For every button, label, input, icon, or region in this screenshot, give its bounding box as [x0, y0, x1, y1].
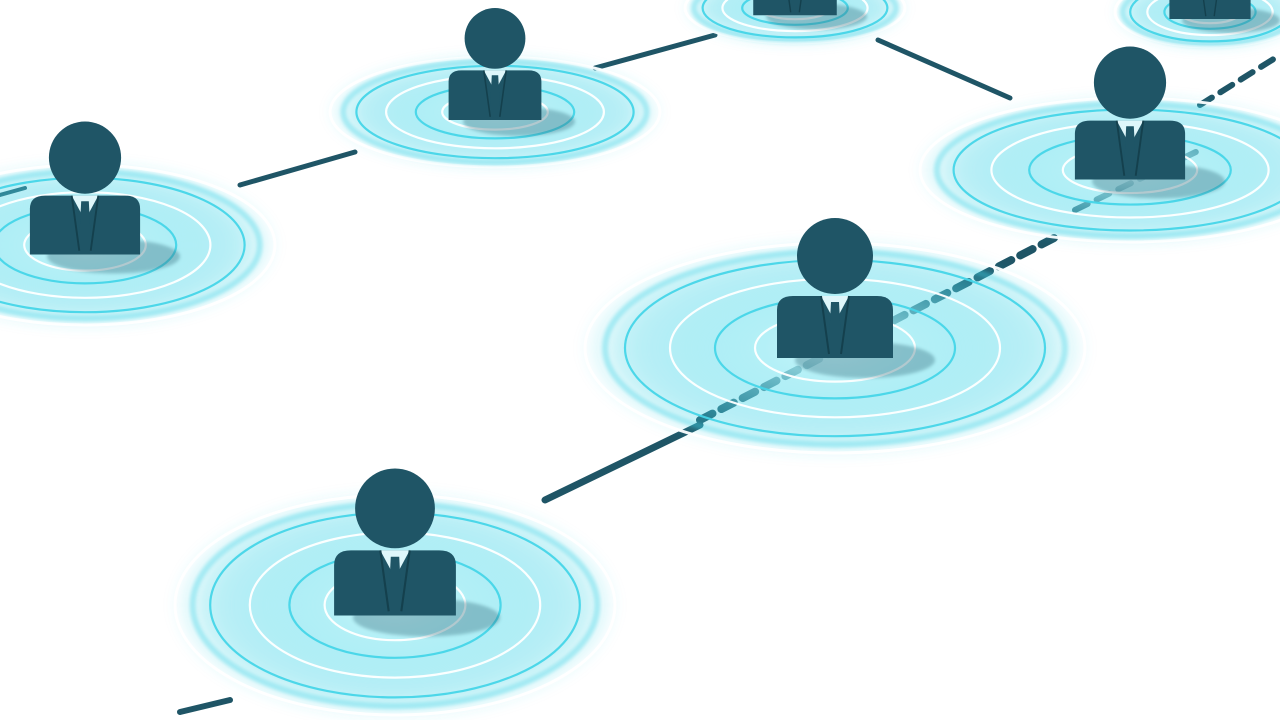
person-icon [334, 468, 456, 616]
network-node [326, 8, 664, 170]
network-node [0, 121, 279, 329]
person-icon [1074, 46, 1186, 180]
person-icon [448, 8, 542, 120]
person-icon [777, 218, 893, 358]
connector-line [875, 37, 1013, 101]
connector-line [1197, 52, 1280, 108]
network-node [1113, 0, 1280, 49]
network-node [580, 218, 1090, 459]
network-node [915, 46, 1280, 246]
connector-line [237, 149, 358, 188]
network-node [682, 0, 908, 45]
connector-line [592, 32, 718, 71]
network-node [170, 468, 620, 720]
person-icon [1169, 0, 1251, 19]
connector-line [177, 697, 233, 715]
connector-line [541, 421, 704, 504]
person-icon [753, 0, 837, 16]
person-icon [29, 121, 141, 255]
